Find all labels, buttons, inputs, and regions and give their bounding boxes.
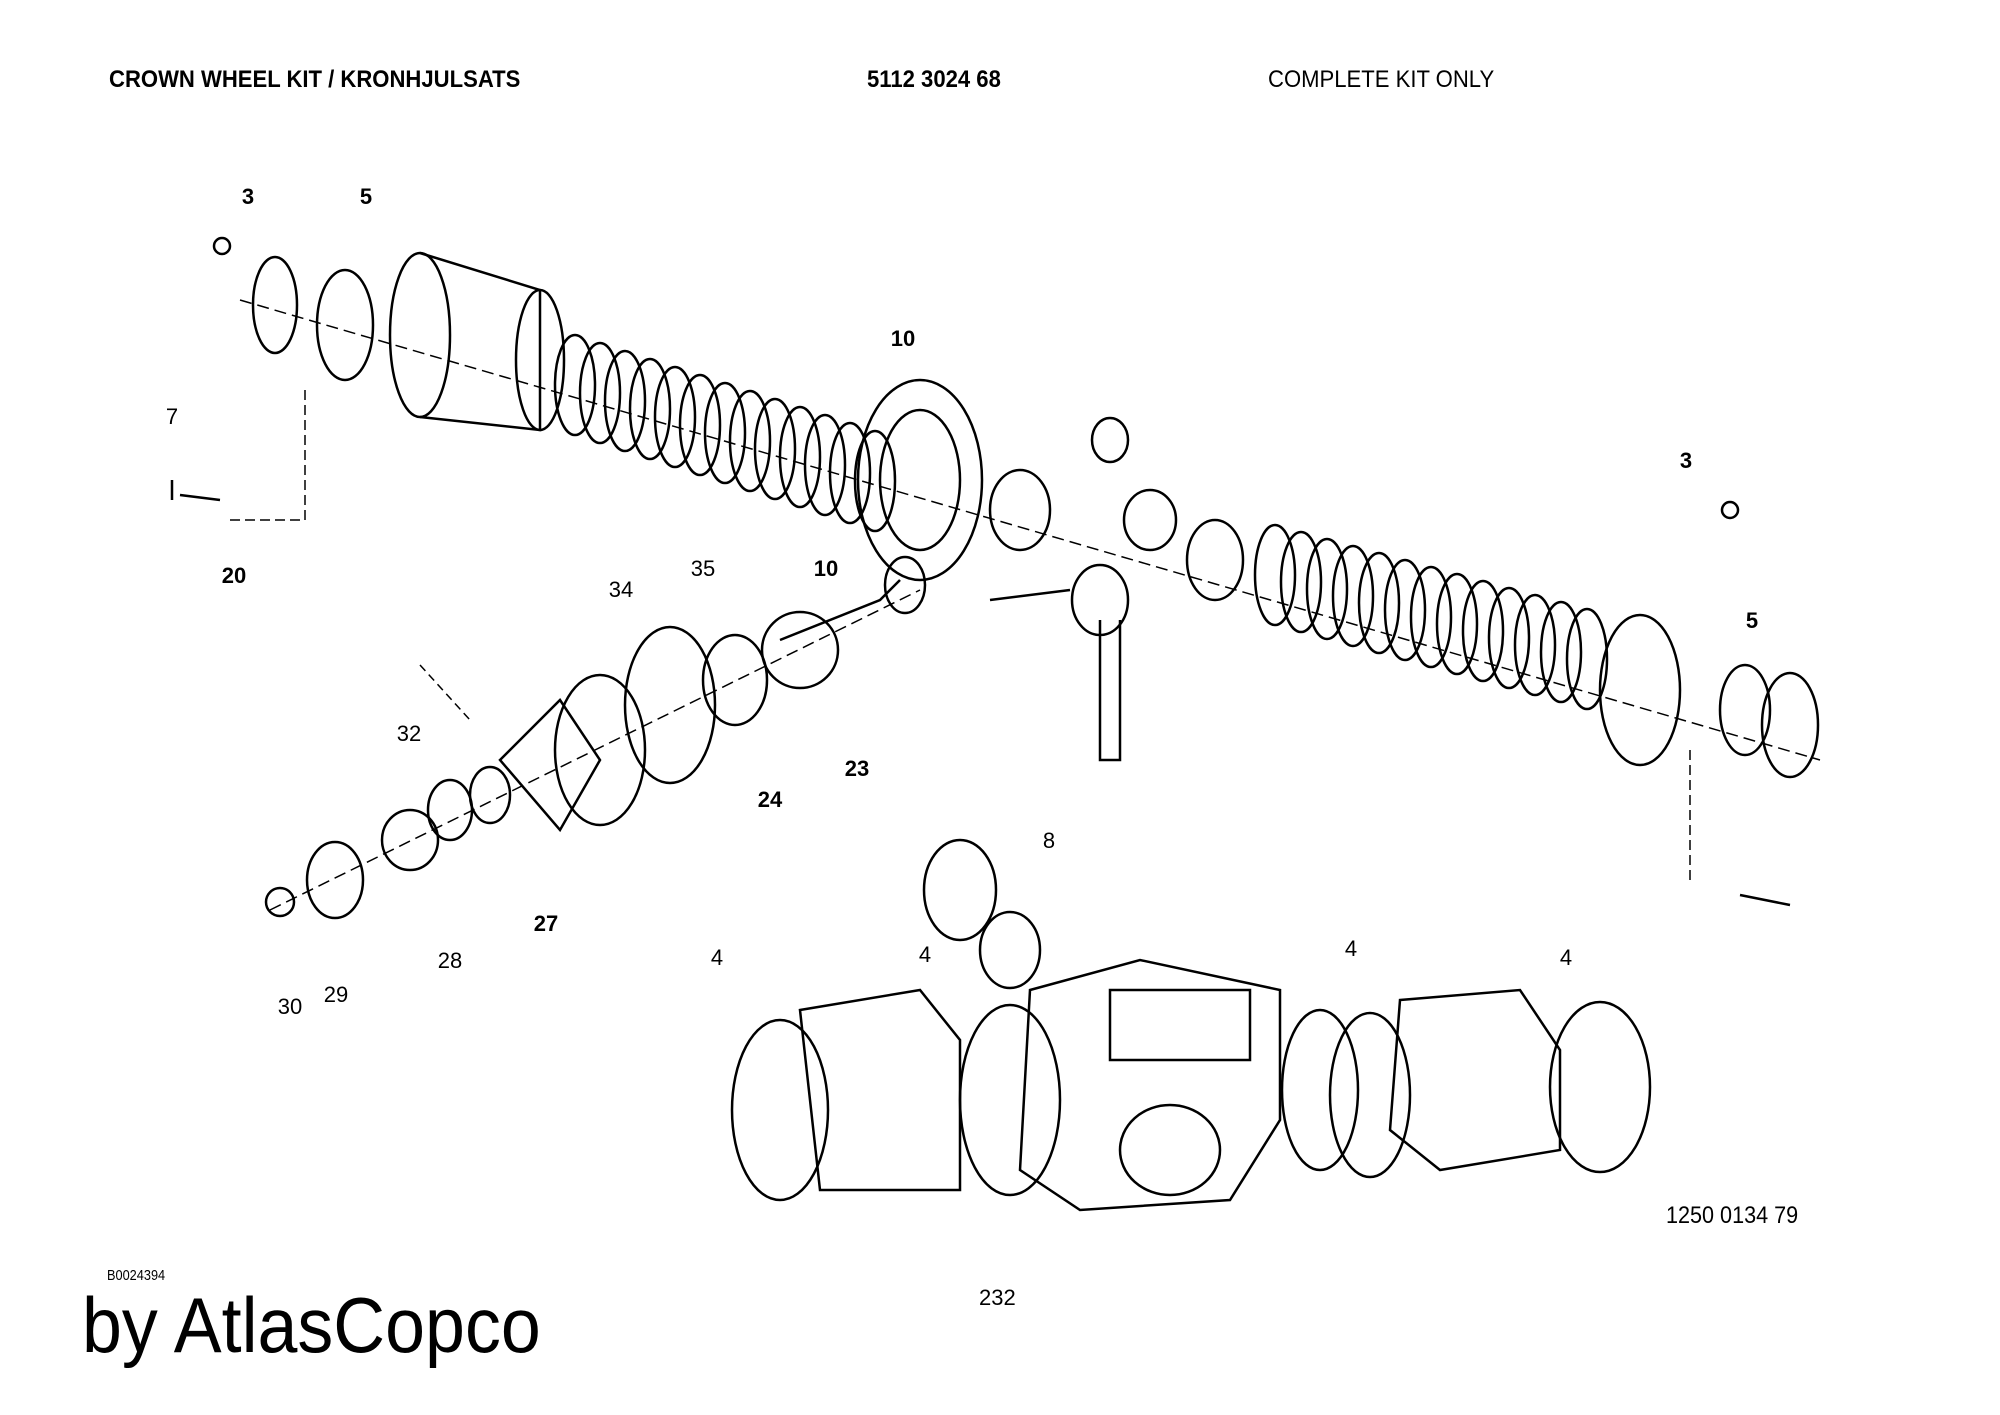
clutch-disc — [778, 405, 822, 509]
callout-3-right: 3 — [1679, 448, 1693, 473]
callout-4: 4 — [710, 945, 724, 970]
page-title: CROWN WHEEL KIT / KRONHJULSATS — [109, 66, 521, 93]
callout-5-right: 5 — [1745, 608, 1759, 633]
page-number: 232 — [979, 1285, 1016, 1310]
clutch-disc — [1435, 572, 1479, 676]
callout-3: 3 — [241, 184, 255, 209]
clutch-disc — [853, 429, 897, 533]
callout-5: 5 — [359, 184, 373, 209]
callout-23: 23 — [844, 756, 870, 781]
axle-housing — [730, 838, 1652, 1212]
document-code: B0024394 — [107, 1267, 166, 1284]
clutch-disc — [678, 373, 722, 477]
callout-28: 28 — [437, 948, 463, 973]
clutch-disc — [1539, 600, 1583, 704]
clutch-disc — [803, 413, 847, 517]
callout-24: 24 — [757, 787, 783, 812]
callout-4: 4 — [1559, 945, 1573, 970]
callout-10: 10 — [890, 326, 916, 351]
callout-7: 7 — [165, 404, 179, 429]
callout-34: 34 — [608, 577, 634, 602]
callout-30: 30 — [277, 994, 303, 1019]
callout-29: 29 — [323, 982, 349, 1007]
clutch-disc — [1513, 593, 1557, 697]
clutch-disc — [1253, 523, 1297, 627]
callout-4: 4 — [918, 942, 932, 967]
clutch-disc — [703, 381, 747, 485]
clutch-disc — [653, 365, 697, 469]
callout-20: 20 — [221, 563, 247, 588]
brand-watermark: by AtlasCopco — [82, 1281, 541, 1369]
pinion-assembly — [264, 555, 927, 920]
clutch-disc — [1487, 586, 1531, 690]
clutch-disc — [753, 397, 797, 501]
clutch-disc — [553, 333, 597, 437]
callout-8: 8 — [1042, 828, 1056, 853]
clutch-disc — [1383, 558, 1427, 662]
part-number: 5112 3024 68 — [867, 66, 1001, 93]
clutch-disc — [578, 341, 622, 445]
clutch-disc — [728, 389, 772, 493]
callout-32: 32 — [396, 721, 422, 746]
clutch-disc — [828, 421, 872, 525]
clutch-disc — [1461, 579, 1505, 683]
drawing-number: 1250 0134 79 — [1666, 1202, 1799, 1229]
upper-assembly — [170, 236, 1821, 907]
clutch-disc — [1279, 530, 1323, 634]
clutch-disc — [1409, 565, 1453, 669]
callout-4: 4 — [1344, 936, 1358, 961]
callout-10-pinion: 10 — [813, 556, 839, 581]
clutch-disc — [1305, 537, 1349, 641]
clutch-disc — [1565, 607, 1609, 711]
clutch-disc — [1331, 544, 1375, 648]
callout-27: 27 — [533, 911, 559, 936]
clutch-disc — [1357, 551, 1401, 655]
kit-note: COMPLETE KIT ONLY — [1268, 66, 1495, 93]
clutch-disc — [628, 357, 672, 461]
clutch-disc — [603, 349, 647, 453]
callout-35: 35 — [690, 556, 716, 581]
